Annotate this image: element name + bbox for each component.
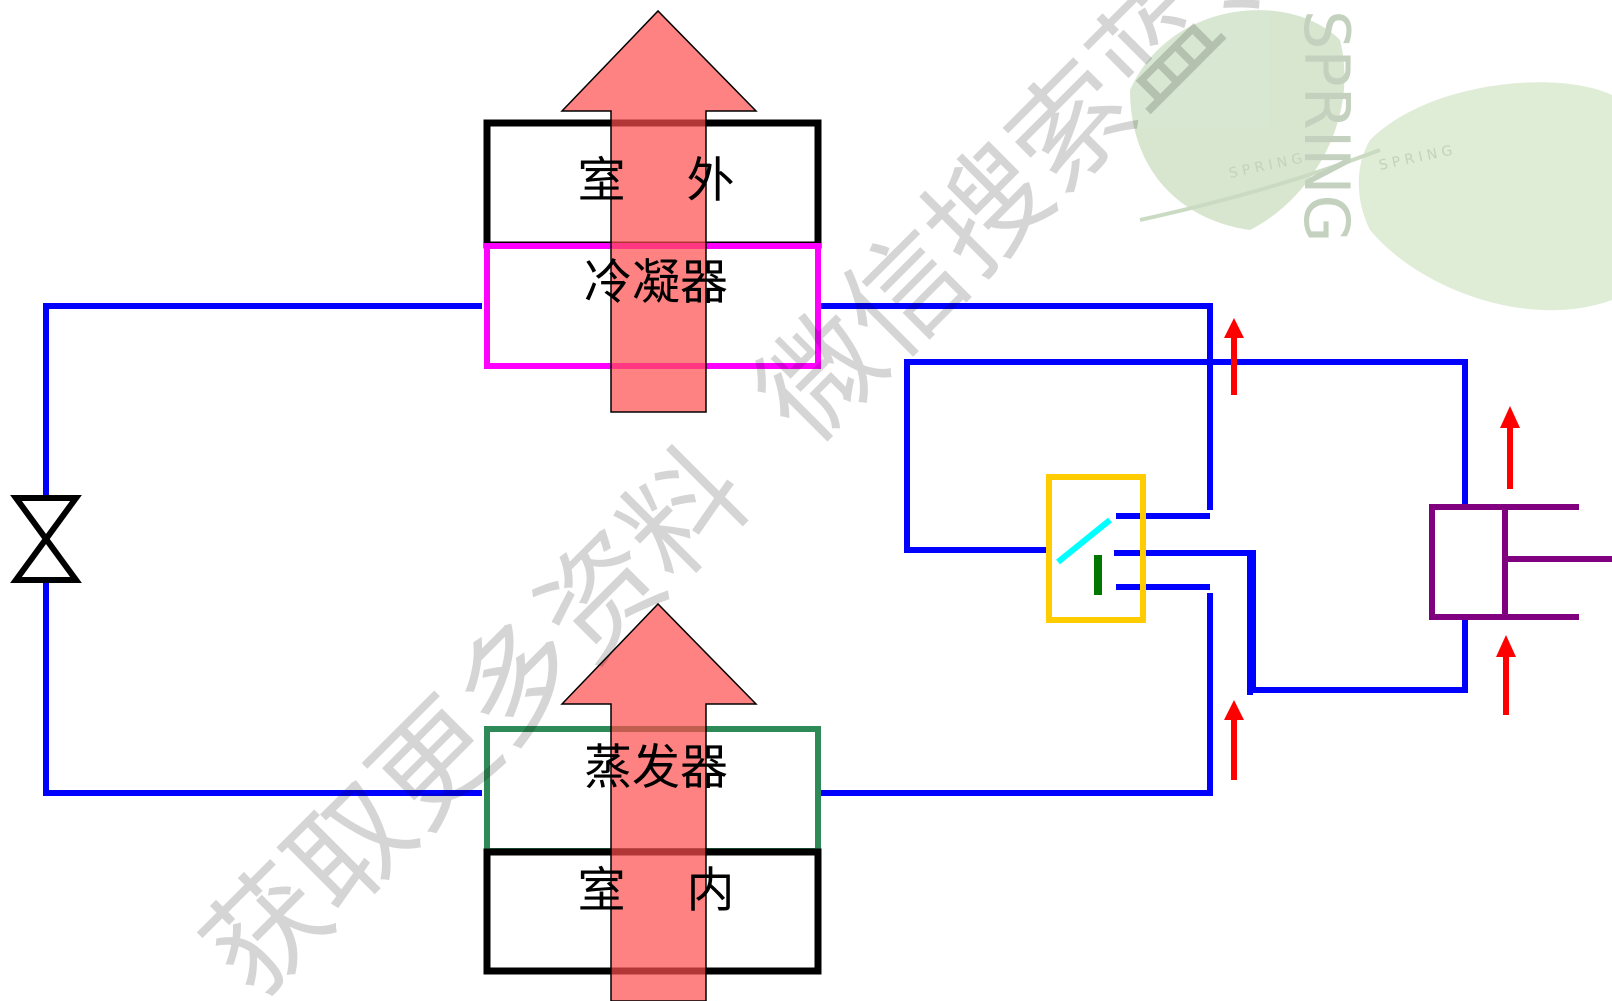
indoor-label: 室 内	[577, 863, 734, 919]
pipe-pilot-loop	[904, 359, 1468, 553]
valve-slider-icon	[1056, 517, 1112, 565]
airflow-arrow-outdoor	[560, 9, 758, 413]
evaporator-label: 蒸发器	[584, 740, 728, 796]
pipe-left-upper	[43, 303, 482, 497]
pipe-evaporator-to-valve	[820, 593, 1213, 796]
leaf-decoration: SPRING S P R I N G S P R I N G	[1130, 10, 1612, 311]
spring-vertical-text: SPRING	[1290, 10, 1363, 243]
leaf-shape-left	[1130, 10, 1345, 230]
pipe-condenser-to-valve	[820, 303, 1213, 510]
refrigerant-pipes	[43, 303, 1468, 796]
pilot-actuator	[1429, 504, 1612, 620]
reversing-valve	[1046, 474, 1146, 623]
expansion-valve-icon	[10, 495, 82, 583]
pipe-actuator-return	[1114, 550, 1468, 693]
outdoor-label: 室 外	[577, 153, 734, 209]
leaf-shape-right	[1358, 82, 1612, 311]
reversing-valve-body	[1046, 474, 1146, 623]
flow-arrow-up-icon	[1496, 635, 1516, 715]
condenser-label: 冷凝器	[584, 255, 728, 311]
pipe-left-lower	[43, 582, 482, 796]
flow-arrow-up-icon	[1500, 406, 1520, 489]
flow-arrows	[1224, 318, 1520, 780]
leaf-vein	[1139, 148, 1381, 222]
actuator-cylinder	[1429, 504, 1508, 620]
airflow-arrow-indoor	[560, 602, 758, 1001]
flow-arrow-up-icon	[1224, 318, 1244, 395]
flow-arrow-up-icon	[1224, 700, 1244, 780]
